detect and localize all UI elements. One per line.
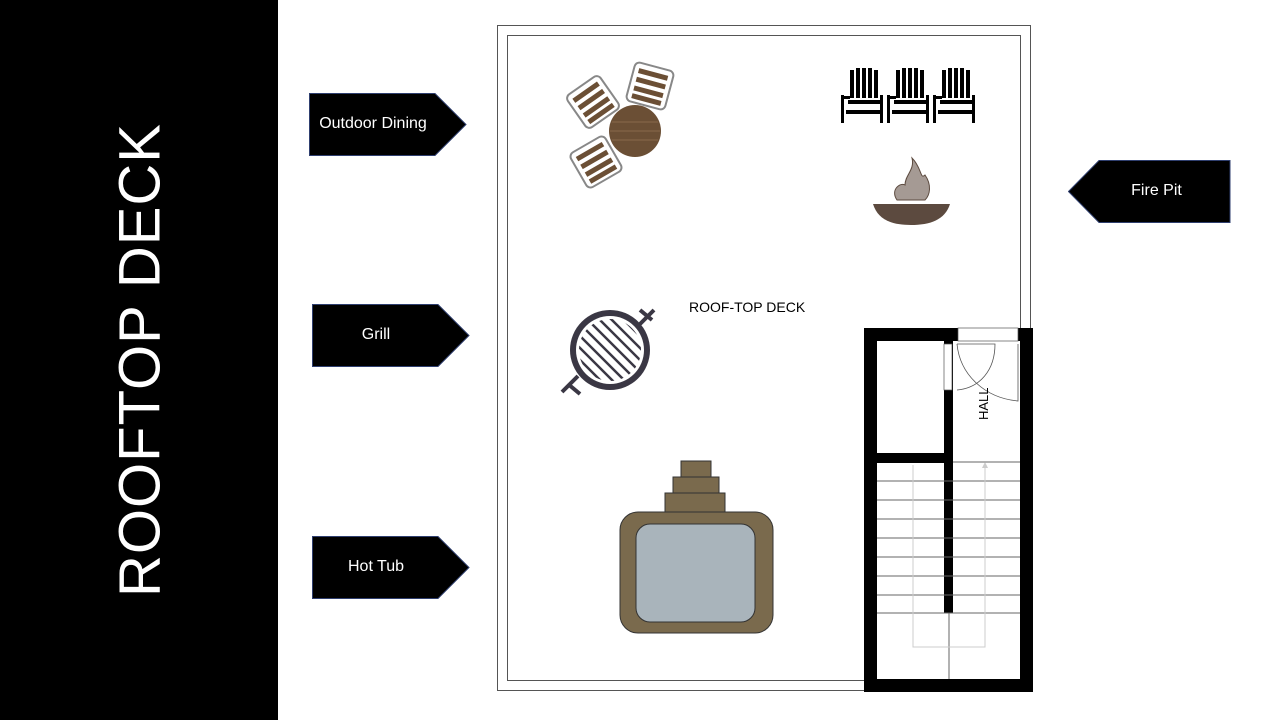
arrow-right-shape [309,93,467,156]
stair-hall: HALL [864,327,1033,692]
label-fire-pit: Fire Pit [1068,160,1231,223]
arrow-right-shape [312,536,470,599]
label-hot-tub: Hot Tub [312,536,470,599]
dining-set-icon [566,61,675,189]
deck-inner-wall [507,35,1021,681]
deck-outer-wall [497,25,1031,691]
label-grill: Grill [312,304,470,367]
hall-label: HALL [976,387,991,420]
label-outdoor-dining: Outdoor Dining [309,93,467,156]
hot-tub-icon [619,460,774,634]
label-text: Hot Tub [347,558,405,575]
grill-icon [560,308,656,396]
slide-title: ROOFTOP DECK [107,123,173,597]
label-text: Fire Pit [1131,182,1182,199]
label-text: Outdoor Dining [319,115,427,132]
sidebar: ROOFTOP DECK [0,0,278,720]
fire-pit-icon [873,156,950,225]
arrow-right-shape [312,304,470,367]
adirondack-chairs-icon [841,68,975,123]
deck-label: ROOF-TOP DECK [689,299,806,315]
label-text: Grill [361,326,391,343]
arrow-left-shape [1068,160,1231,223]
